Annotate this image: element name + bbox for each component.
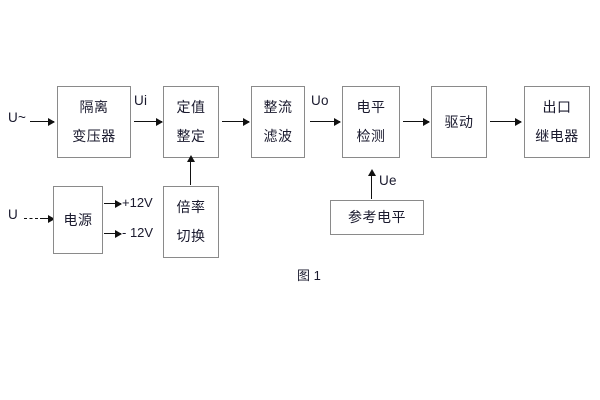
- arrow-dc-to-power-supply: [40, 214, 55, 223]
- arrow-reference-to-level-detect: [367, 169, 376, 199]
- block-setting-value-line1: 定值: [176, 99, 206, 116]
- block-isolation-transformer: 隔离 变压器: [57, 86, 131, 158]
- block-isolation-transformer-line2: 变压器: [72, 128, 116, 144]
- block-level-detect-line2: 检测: [356, 128, 386, 144]
- rail-label-negative: - 12V: [122, 225, 154, 240]
- arrow-setting-to-rectify: [222, 117, 250, 126]
- signal-label-ui: Ui: [134, 93, 148, 108]
- signal-label-uo: Uo: [311, 93, 329, 108]
- block-multiplier-switch-line1: 倍率: [176, 199, 206, 216]
- arrow-drive-to-output-relay: [490, 117, 522, 126]
- block-power-supply-line1: 电源: [63, 211, 93, 228]
- block-rectify-filter-line2: 滤波: [263, 128, 293, 144]
- input-label-dc: U: [8, 207, 19, 222]
- block-multiplier-switch-line2: 切换: [176, 228, 206, 244]
- block-rectify-filter: 整流 滤波: [251, 86, 305, 158]
- block-setting-value-line2: 整定: [176, 128, 206, 144]
- block-reference-level-line1: 参考电平: [348, 209, 406, 226]
- arrow-rail-positive: [104, 199, 122, 208]
- block-output-relay: 出口 继电器: [524, 86, 590, 158]
- arrow-rail-negative: [104, 229, 122, 238]
- block-level-detect-line1: 电平: [356, 99, 386, 116]
- dash-dc-source: [24, 218, 38, 219]
- block-isolation-transformer-line1: 隔离: [79, 99, 109, 116]
- block-output-relay-line2: 继电器: [535, 128, 579, 144]
- arrow-isolation-to-setting: [134, 117, 163, 126]
- block-reference-level: 参考电平: [330, 200, 424, 235]
- block-setting-value: 定值 整定: [163, 86, 219, 158]
- arrow-multiplier-to-setting: [186, 155, 195, 185]
- rail-label-positive: +12V: [122, 195, 153, 210]
- block-level-detect: 电平 检测: [342, 86, 400, 158]
- block-drive: 驱动: [431, 86, 487, 158]
- block-multiplier-switch: 倍率 切换: [163, 186, 219, 258]
- arrow-ac-to-isolation: [30, 117, 55, 126]
- block-drive-line1: 驱动: [444, 113, 474, 130]
- arrow-rectify-to-level-detect: [310, 117, 341, 126]
- block-rectify-filter-line1: 整流: [263, 99, 293, 116]
- block-output-relay-line1: 出口: [542, 99, 572, 116]
- arrow-level-detect-to-drive: [403, 117, 430, 126]
- input-label-ac: U~: [8, 110, 27, 125]
- signal-label-ue: Ue: [379, 173, 397, 188]
- figure-caption: 图 1: [297, 268, 321, 283]
- block-power-supply: 电源: [53, 186, 103, 254]
